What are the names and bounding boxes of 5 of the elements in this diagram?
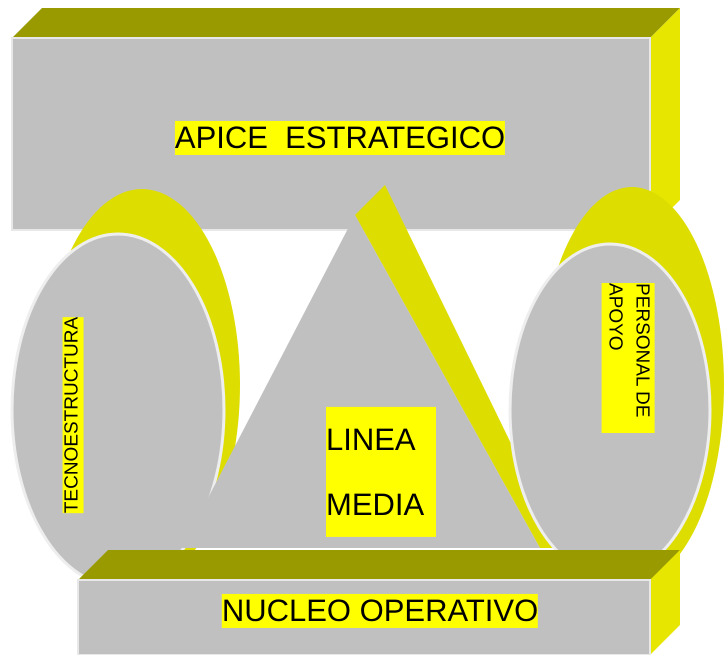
node-label: TECNOESTRUCTURA	[62, 316, 84, 514]
node-label: PERSONAL DE APOYO	[601, 283, 655, 433]
node-label: APICE ESTRATEGICO	[174, 120, 506, 156]
node-label: NUCLEO OPERATIVO	[222, 594, 538, 628]
node-label: LINEA MEDIA	[326, 406, 436, 538]
